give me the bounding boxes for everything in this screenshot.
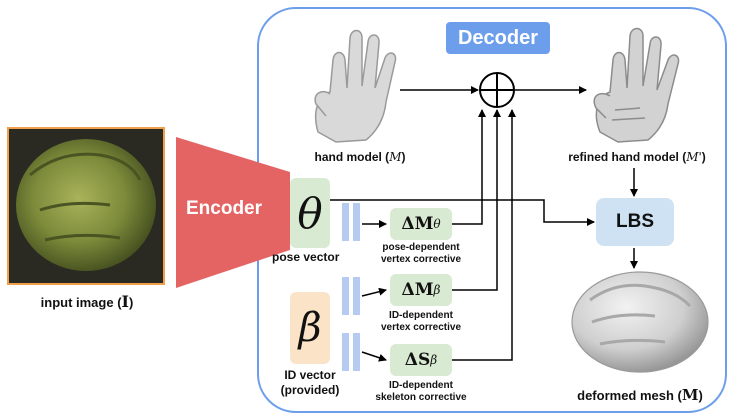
- beta-symbol: β: [298, 305, 322, 351]
- deformed-caption-close: ): [698, 388, 703, 403]
- delta-m-theta-caption: pose-dependent vertex corrective: [368, 242, 474, 266]
- theta-box: θ: [290, 178, 330, 248]
- delta-m-beta-sub: β: [433, 283, 441, 297]
- delta-s-beta-main: ΔS: [404, 350, 431, 370]
- beta-caption-line1: ID vector: [284, 368, 336, 382]
- deformed-mesh-caption: deformed mesh (M): [570, 386, 710, 404]
- beta-box: β: [290, 292, 330, 364]
- encoder-label: Encoder: [186, 198, 263, 219]
- refined-hand-model-caption: refined hand model (M'): [552, 150, 722, 164]
- deformed-mesh-image: [571, 271, 709, 373]
- delta-m-beta-caption-line2: vertex corrective: [380, 322, 462, 333]
- mlp-bar-theta-2: [353, 203, 360, 241]
- arrow-ds-beta-to-sum: [452, 109, 516, 361]
- delta-m-theta-sub: θ: [433, 217, 441, 231]
- delta-s-beta-caption-line2: skeleton corrective: [375, 392, 467, 403]
- delta-m-beta-main: ΔM: [401, 280, 434, 300]
- hand-model-caption: hand model (M): [300, 150, 420, 164]
- lbs-label: LBS: [616, 211, 654, 232]
- sum-operator: [479, 72, 515, 108]
- hand-model-caption-text: hand model (: [314, 150, 390, 164]
- arrow-theta-to-lbs: [330, 199, 595, 226]
- input-caption-symbol: I: [121, 292, 130, 311]
- mlp-bar-beta-vertex-2: [353, 277, 360, 315]
- hand-model-caption-symbol: M: [389, 150, 402, 164]
- delta-m-theta-caption-line1: pose-dependent: [382, 242, 460, 253]
- input-image: [7, 127, 165, 285]
- refined-hand-model-image: [593, 27, 680, 143]
- hand-model-image: [314, 29, 397, 143]
- input-caption-close: ): [129, 295, 134, 310]
- delta-m-theta-caption-line2: vertex corrective: [380, 254, 462, 265]
- delta-m-beta-caption-line1: ID-dependent: [389, 310, 453, 321]
- mlp-bar-theta-1: [342, 203, 349, 241]
- input-caption-text: input image (: [40, 295, 122, 310]
- mlp-bar-beta-skeleton-2: [353, 333, 360, 371]
- delta-m-theta-main: ΔM: [401, 214, 434, 234]
- beta-caption: ID vector (provided): [262, 368, 358, 398]
- decoder-label: Decoder: [457, 26, 539, 49]
- delta-m-beta-caption: ID-dependent vertex corrective: [368, 310, 474, 334]
- delta-s-beta-caption-line1: ID-dependent: [389, 380, 453, 391]
- deformed-caption-text: deformed mesh (: [577, 388, 682, 403]
- arrow-mlp-to-dm-beta: [361, 287, 387, 297]
- hand-model-caption-close: ): [401, 150, 406, 164]
- deformed-caption-symbol: M: [681, 386, 699, 404]
- arrow-mlp-to-ds-beta: [361, 351, 387, 362]
- arrow-dm-beta-to-sum: [452, 109, 501, 291]
- mlp-bar-beta-vertex-1: [342, 277, 349, 315]
- lbs-box: LBS: [596, 198, 674, 246]
- delta-s-beta-sub: β: [430, 353, 438, 367]
- arrow-dm-theta-to-sum: [452, 109, 486, 225]
- decoder-label-box: Decoder: [446, 22, 550, 54]
- mlp-bar-beta-skeleton-1: [342, 333, 349, 371]
- refined-caption-text: refined hand model (: [568, 150, 687, 164]
- refined-caption-symbol: M': [686, 150, 702, 164]
- encoder-trapezoid: [176, 137, 290, 288]
- theta-caption: pose vector: [272, 250, 340, 264]
- refined-caption-close: ): [701, 150, 706, 164]
- theta-symbol: θ: [297, 188, 323, 238]
- delta-s-beta-caption: ID-dependent skeleton corrective: [364, 380, 478, 404]
- input-image-caption: input image (I): [10, 292, 164, 311]
- beta-caption-line2: (provided): [280, 383, 340, 397]
